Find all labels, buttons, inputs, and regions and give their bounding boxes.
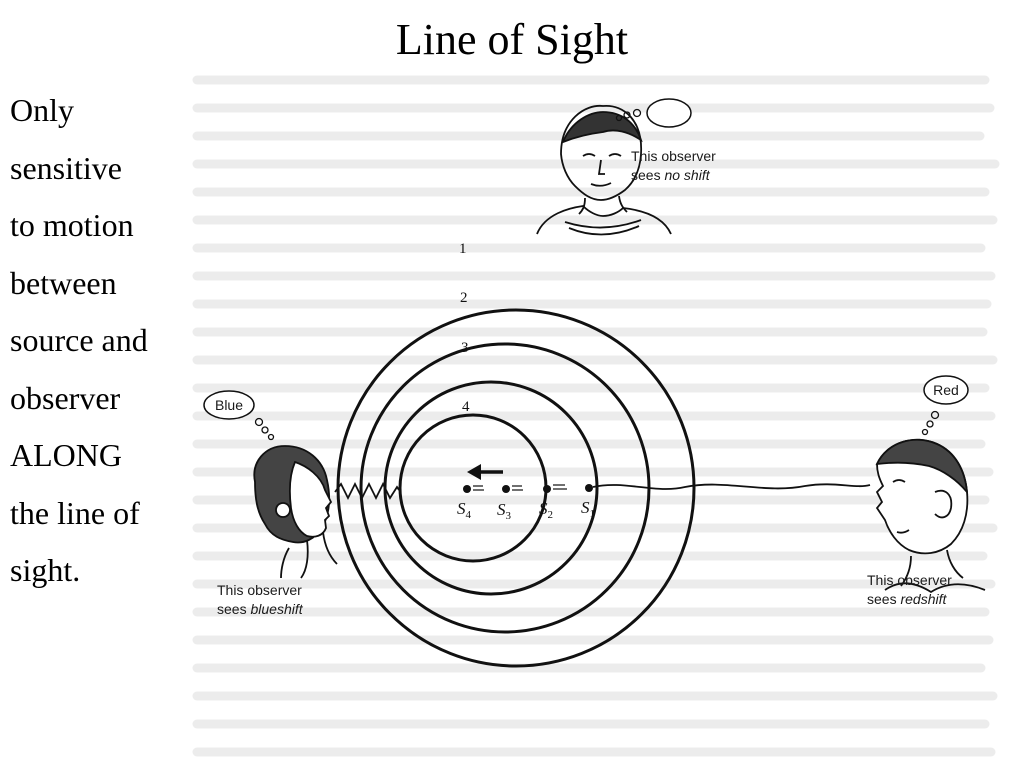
right-observer-caption-line1: This observer bbox=[867, 572, 952, 588]
doppler-figure: 1 2 3 4 S4 S3 S2 S1 bbox=[185, 62, 1024, 768]
slide-title: Line of Sight bbox=[395, 15, 629, 64]
side-note-line: sight. bbox=[10, 552, 81, 588]
side-note-line: between bbox=[10, 264, 117, 301]
source-label-4: S4 bbox=[457, 499, 472, 521]
side-note: Only sensitive to motion between source … bbox=[10, 82, 190, 600]
left-observer-caption-line1: This observer bbox=[217, 582, 302, 598]
stretched-wave bbox=[592, 483, 871, 490]
source-dot-3 bbox=[502, 485, 510, 493]
side-note-line: to motion bbox=[10, 207, 134, 243]
source-dot-2 bbox=[543, 485, 551, 493]
top-observer: This observer sees no shift bbox=[536, 98, 716, 236]
ring-label-3: 3 bbox=[461, 340, 469, 356]
ring-label-2: 2 bbox=[460, 290, 468, 306]
left-observer-caption-line2: sees blueshift bbox=[217, 601, 304, 617]
side-note-line: the line of bbox=[10, 494, 140, 531]
ring-label-4: 4 bbox=[462, 399, 470, 415]
compressed-wave bbox=[334, 481, 400, 501]
source-dot-4 bbox=[463, 485, 471, 493]
person-head-icon bbox=[253, 445, 338, 579]
side-note-line: sensitive bbox=[10, 149, 122, 186]
source-label-3: S3 bbox=[497, 500, 512, 522]
side-note-line: observer bbox=[10, 379, 121, 416]
person-head-icon bbox=[536, 105, 672, 236]
red-thought-bubble: Red bbox=[933, 382, 959, 398]
wavefront-4 bbox=[398, 413, 548, 563]
source-label-2: S2 bbox=[539, 499, 553, 521]
side-note-line: ALONG bbox=[10, 437, 122, 473]
right-observer: Red This observer sees redshift bbox=[867, 375, 986, 607]
blue-thought-bubble: Blue bbox=[215, 397, 243, 413]
source-dot-1 bbox=[585, 484, 593, 492]
person-head-icon bbox=[875, 438, 986, 594]
source-label-1: S1 bbox=[581, 498, 595, 520]
faded-background-text bbox=[192, 75, 1000, 757]
top-observer-caption-line1: This observer bbox=[631, 148, 716, 164]
ring-label-1: 1 bbox=[459, 241, 467, 257]
doppler-diagram: 1 2 3 4 S4 S3 S2 S1 bbox=[192, 75, 1000, 757]
source-positions bbox=[463, 484, 593, 493]
right-observer-caption-line2: sees redshift bbox=[867, 591, 947, 607]
left-observer: Blue This observer sees blueshift bbox=[203, 390, 338, 617]
motion-arrow-icon bbox=[467, 464, 503, 480]
side-note-line: Only bbox=[10, 92, 74, 128]
side-note-line: source and bbox=[10, 322, 148, 358]
top-observer-caption-line2: sees no shift bbox=[631, 167, 711, 183]
